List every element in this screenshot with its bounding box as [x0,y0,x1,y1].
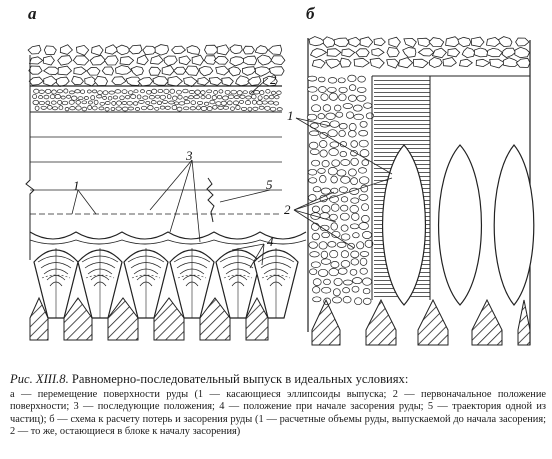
panel-b-pillar [417,298,449,346]
panel-a-callout-5: 5 [266,177,273,192]
caption-title-line: Рис. XIII.8. Равномерно-последовательный… [10,372,546,387]
caption-title: Равномерно-последовательный выпуск в иде… [71,372,409,386]
caption-figure-number: Рис. XIII.8. [10,372,69,386]
panel-a-pillar [153,297,185,341]
panel-a-pebble-layer [32,88,283,112]
panel-a-cone [123,248,169,319]
panel-a-release-cones [33,248,299,319]
panel-a: 2 3 1 5 4 [25,44,307,341]
panel-b-ore-column [306,74,374,306]
panel-a-cone [215,248,261,319]
panel-b-ellipsoid-2 [437,144,483,306]
panel-b-pillar [311,298,341,346]
panel-a-cone [169,248,215,319]
panel-a-rock-cover [27,44,286,88]
panel-a-pillar [63,297,93,341]
panel-a-left-break [25,55,35,260]
caption-body: а — перемещение поверхности руды (1 — ка… [10,389,546,438]
panel-a-pillar [245,296,269,341]
panel-a-leaders [71,77,271,269]
figure-drawing: 2 3 1 5 4 [25,36,535,346]
panel-b-ellipsoid-1 [381,144,427,306]
panel-a-cone [33,248,79,319]
panel-a-label: а [28,4,37,23]
panel-a-wave-surface-4 [29,239,307,245]
panel-b-pillar [365,298,397,346]
panel-b-rock-cover [308,36,531,69]
figure: 2 3 1 5 4 [25,4,535,346]
panel-b-pillar [471,298,503,346]
panel-b-callout-2: 2 [284,202,291,217]
panel-a-pillar [29,296,49,341]
panel-b-leaders [293,117,393,249]
panel-b: 1 2 [284,36,535,346]
panel-a-callout-3: 3 [185,148,193,163]
figure-caption: Рис. XIII.8. Равномерно-последовательный… [10,372,546,439]
panel-a-cone [77,248,123,319]
panel-b-pillar [517,299,531,346]
panel-b-ellipsoid-3 [493,144,535,306]
panel-b-callout-1: 1 [287,108,294,123]
panel-a-callout-1: 1 [73,178,80,193]
panel-b-pillars [311,298,531,346]
panel-a-callout-2: 2 [270,72,277,87]
panel-a-particle-trajectory [206,177,215,223]
panel-a-pillar [107,297,139,341]
panel-a-wave-surface-3 [29,231,307,240]
panel-b-label: б [306,4,315,23]
panel-a-pillars [29,296,269,341]
panel-a-cone [253,248,299,319]
panel-a-callout-4: 4 [267,234,274,249]
panel-a-pillar [199,297,231,341]
